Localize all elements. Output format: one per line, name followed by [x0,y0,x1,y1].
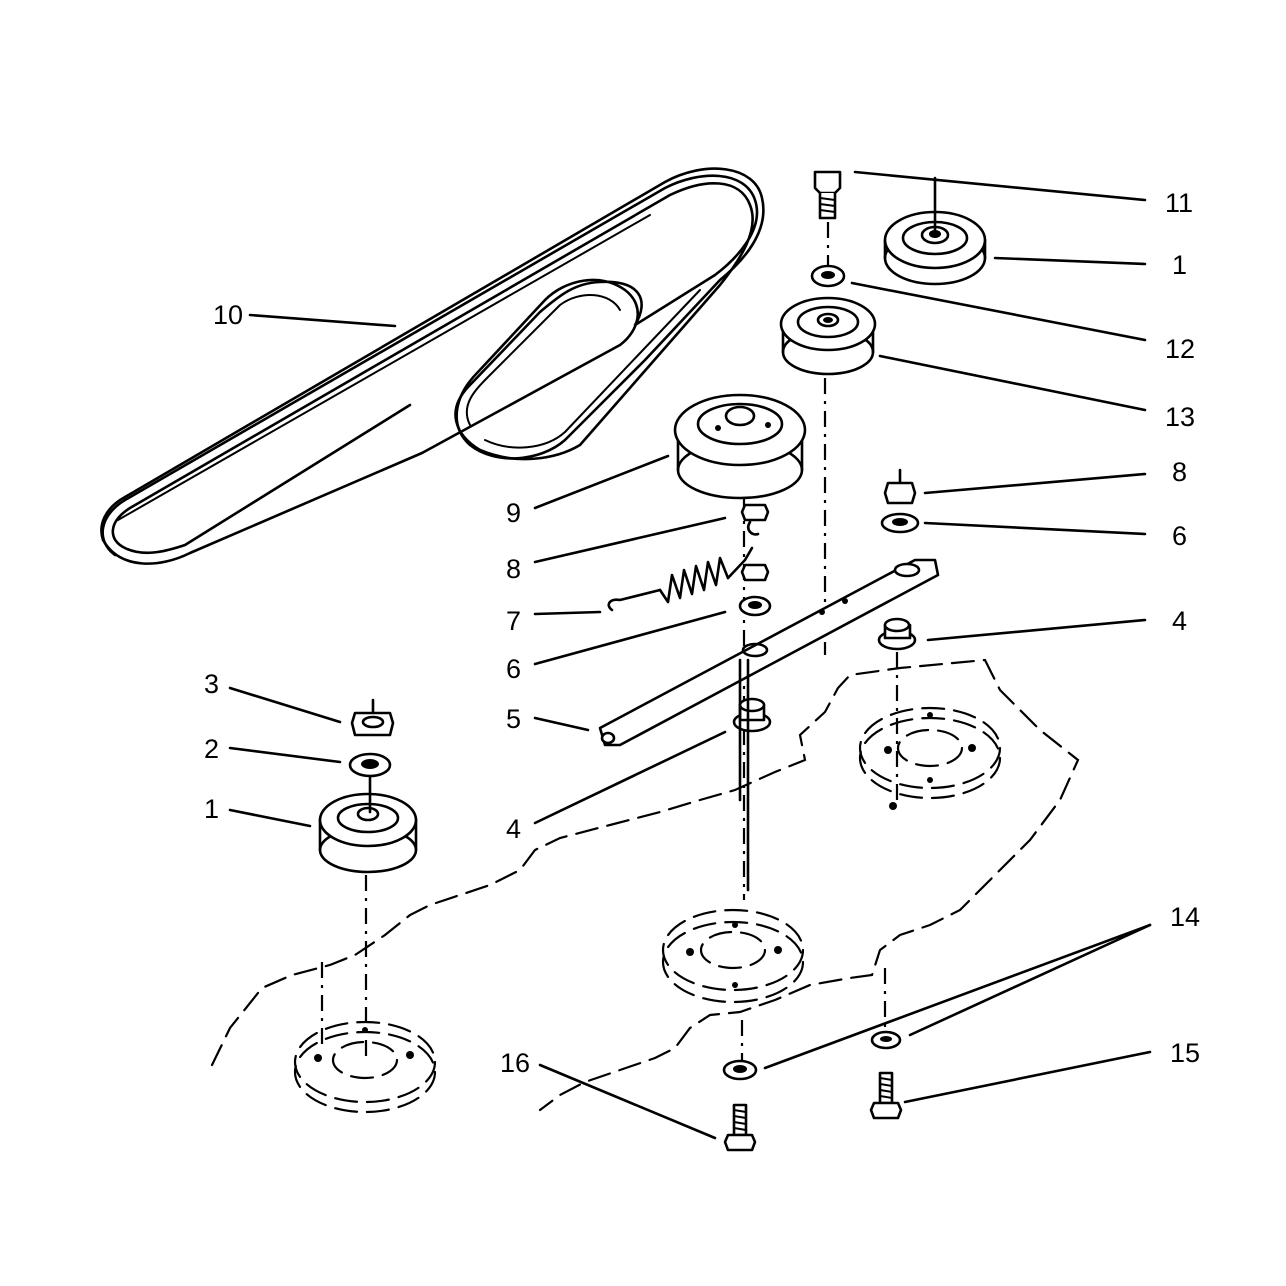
drive-belt [100,167,765,565]
callout-4-right: 4 [1172,606,1187,636]
callout-3: 3 [204,669,219,699]
idler-pulley-13 [779,296,877,655]
callout-8-mid: 8 [506,554,521,584]
leader-lines [228,170,1152,1140]
callout-labels: 10 11 1 12 13 8 6 4 9 8 7 6 5 4 3 2 1 14… [204,188,1200,1078]
spindle-mount-center [661,908,805,1004]
callout-5: 5 [506,704,521,734]
callout-4-mid: 4 [506,814,521,844]
right-hardware [877,468,920,810]
flat-washer-top [810,264,846,288]
center-hardware [732,503,772,892]
mower-deck-outline [210,658,1080,1112]
callout-9: 9 [506,498,521,528]
callout-6-right: 6 [1172,521,1187,551]
callout-1-left: 1 [204,794,219,824]
bottom-hardware [722,968,903,1152]
callout-10: 10 [213,300,243,330]
callout-13: 13 [1165,402,1195,432]
idler-pulley-top [883,176,987,286]
spindle-mount-left [293,1020,437,1114]
idler-bolt [813,170,842,265]
callout-7: 7 [506,606,521,636]
idler-arm [598,558,940,747]
spindle-mount-right [858,706,1002,800]
left-pulley-stack [318,698,418,1060]
callout-15: 15 [1170,1038,1200,1068]
callout-1-top: 1 [1172,250,1187,280]
callout-2: 2 [204,734,219,764]
callout-12: 12 [1165,334,1195,364]
callout-11: 11 [1165,188,1193,218]
tension-spring [607,546,754,612]
drive-pulley-9 [673,393,807,900]
callout-16: 16 [500,1048,530,1078]
callout-14: 14 [1170,902,1200,932]
callout-8-right: 8 [1172,457,1187,487]
callout-6-mid: 6 [506,654,521,684]
